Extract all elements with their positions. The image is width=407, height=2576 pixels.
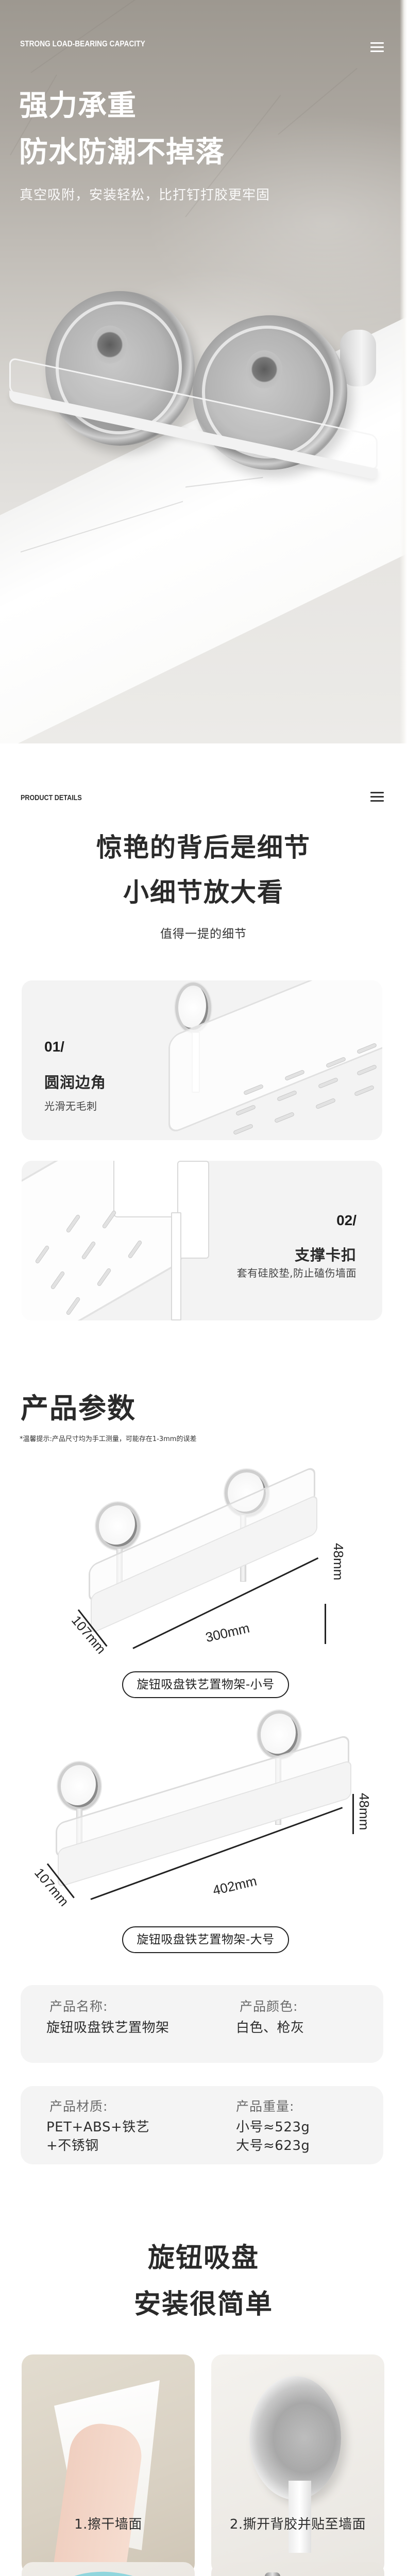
size-label-large: 旋钮吸盘铁艺置物架-大号 xyxy=(122,1926,289,1953)
step1-image-wipe-wall xyxy=(22,2354,195,2575)
shaver-icon xyxy=(265,2572,280,2576)
hero-subtitle: 真空吸附，安装轻松，比打钉打胶更牢固 xyxy=(20,188,270,203)
step2-image-attach-adhesive xyxy=(211,2354,384,2575)
dimension-diagram-small: 107mm 300mm 48mm xyxy=(0,1463,407,1669)
height-label: 48mm xyxy=(331,1543,346,1581)
marble-vein xyxy=(278,67,358,135)
step1-caption: 1.擦干墙面 xyxy=(74,2517,142,2532)
drain-slot xyxy=(274,1111,295,1124)
hero-edge-fade xyxy=(400,0,407,743)
step2-caption: 2.撕开背胶并贴至墙面 xyxy=(229,2517,366,2532)
suction-cup-illustration xyxy=(58,1762,101,1810)
detail-card-support-clip: 02/ 支撑卡扣 套有硅胶垫,防止磕伤墙面 xyxy=(22,1161,382,1320)
drain-slot xyxy=(317,1077,339,1089)
spec-value-material-line1: PET+ABS+铁艺 xyxy=(46,2120,150,2135)
height-dimension-line xyxy=(325,1604,326,1644)
hero-eyebrow: STRONG LOAD-BEARING CAPACITY xyxy=(20,40,145,48)
suction-cup xyxy=(340,330,376,386)
support-post xyxy=(171,1212,181,1320)
length-label: 300mm xyxy=(204,1620,251,1646)
height-label: 48mm xyxy=(357,1793,372,1831)
params-title: 产品参数 xyxy=(21,1392,136,1425)
card-description: 套有硅胶垫,防止磕伤墙面 xyxy=(236,1267,357,1279)
details-title-line2: 小细节放大看 xyxy=(123,877,284,907)
plate-center xyxy=(246,350,282,388)
hero-title-line1: 强力承重 xyxy=(19,89,137,123)
card-description: 光滑无毛刺 xyxy=(44,1100,97,1112)
details-title-line1: 惊艳的背后是细节 xyxy=(96,833,311,862)
support-clip xyxy=(177,1161,209,1259)
plate-rim xyxy=(56,301,182,434)
spec-value-weight-large: 大号≈623g xyxy=(236,2138,310,2154)
install-title-line2: 安装很简单 xyxy=(133,2289,273,2320)
spec-card-material-weight: 产品材质: PET+ABS+铁艺 +不锈钢 产品重量: 小号≈523g 大号≈6… xyxy=(21,2086,383,2164)
drain-slot xyxy=(276,1090,298,1102)
drain-slot xyxy=(353,1084,375,1097)
details-subtitle: 值得一提的细节 xyxy=(160,927,247,941)
hero-banner: STRONG LOAD-BEARING CAPACITY 强力承重 防水防潮不掉… xyxy=(0,0,407,743)
details-eyebrow: PRODUCT DETAILS xyxy=(21,793,82,802)
hanger-stem xyxy=(289,2481,311,2553)
rotate-arrow-icon xyxy=(37,2563,187,2576)
step3-image-twist-lock xyxy=(22,2562,195,2576)
marble-vein xyxy=(30,0,141,73)
card-title: 支撑卡扣 xyxy=(294,1246,357,1264)
card-number: 01/ xyxy=(44,1039,64,1055)
step4-image-ready-to-use xyxy=(211,2562,384,2576)
spec-label-name: 产品名称: xyxy=(49,1999,108,2014)
spec-card-name-color: 产品名称: 旋钮吸盘铁艺置物架 产品颜色: 白色、枪灰 xyxy=(21,1985,383,2063)
plate-rim xyxy=(202,326,333,459)
card-title: 圆润边角 xyxy=(44,1074,107,1091)
marble-vein xyxy=(20,501,183,553)
size-label-small: 旋钮吸盘铁艺置物架-小号 xyxy=(122,1671,289,1698)
params-note: *温馨提示:产品尺寸均为手工测量，可能存在1-3mm的误差 xyxy=(20,1435,197,1443)
drain-slot xyxy=(232,1123,254,1136)
suction-cup-illustration xyxy=(96,1502,140,1550)
length-label: 402mm xyxy=(211,1873,259,1899)
install-title-line1: 旋钮吸盘 xyxy=(147,2243,259,2274)
spec-label-material: 产品材质: xyxy=(49,2099,108,2114)
spec-label-weight: 产品重量: xyxy=(236,2099,295,2114)
marble-vein xyxy=(185,477,263,488)
plate-center xyxy=(92,326,128,364)
drain-slot xyxy=(315,1097,336,1110)
card-number: 02/ xyxy=(336,1212,357,1228)
hero-title-line2: 防水防潮不掉落 xyxy=(19,135,225,169)
spec-value-color: 白色、枪灰 xyxy=(236,2020,304,2036)
drain-slot xyxy=(356,1064,378,1076)
spec-label-color: 产品颜色: xyxy=(240,1999,298,2014)
spec-value-weight-small: 小号≈523g xyxy=(236,2120,310,2135)
spec-value-material-line2: +不锈钢 xyxy=(46,2138,99,2154)
spec-value-name: 旋钮吸盘铁艺置物架 xyxy=(46,2020,169,2036)
detail-card-rounded-corners: 01/ 圆润边角 光滑无毛刺 xyxy=(22,980,382,1140)
hamburger-menu-icon[interactable] xyxy=(370,42,384,53)
height-dimension-line xyxy=(352,1794,354,1834)
dimension-diagram-large: 107mm 402mm 48mm xyxy=(0,1710,407,1917)
suction-disc-illustration xyxy=(249,2376,341,2500)
hamburger-menu-icon[interactable] xyxy=(370,792,384,802)
